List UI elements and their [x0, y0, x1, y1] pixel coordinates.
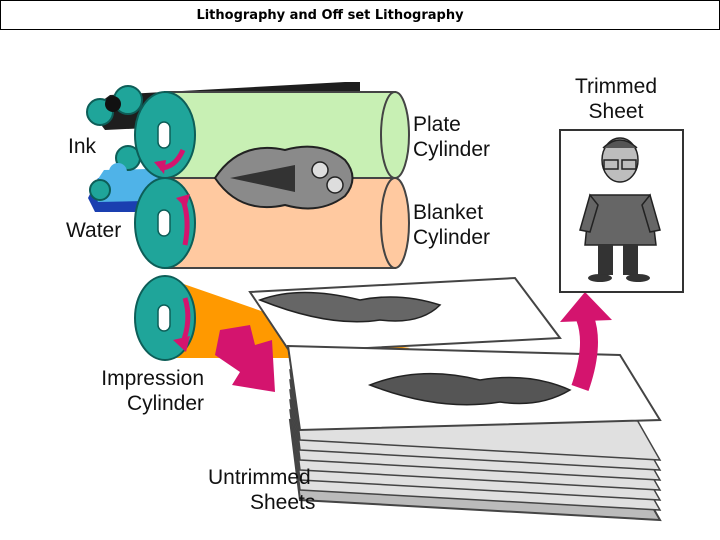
inked-figure-image [213, 145, 354, 210]
page-title: Lithography and Off set Lithography [196, 7, 464, 23]
untrimmed-sheet-stack [286, 344, 662, 522]
impression-cylinder [134, 275, 196, 361]
label-ink: Ink [68, 135, 97, 158]
trimmed-figure [579, 137, 661, 282]
label-blanket-cylinder: Blanket Cylinder [413, 201, 491, 249]
label-trimmed-sheet: Trimmed Sheet [574, 75, 658, 123]
title-bar: Lithography and Off set Lithography [0, 0, 720, 30]
printed-sheet [248, 276, 562, 354]
trimmed-sheet [559, 129, 684, 293]
label-untrimmed-sheets: Untrimmed Sheets [208, 466, 316, 514]
trim-arrow [560, 292, 612, 391]
label-impression-cylinder: Impression Cylinder [101, 367, 204, 415]
label-plate-cylinder: Plate Cylinder [413, 113, 491, 161]
label-water: Water [66, 219, 122, 242]
feed-arrow [215, 325, 275, 392]
